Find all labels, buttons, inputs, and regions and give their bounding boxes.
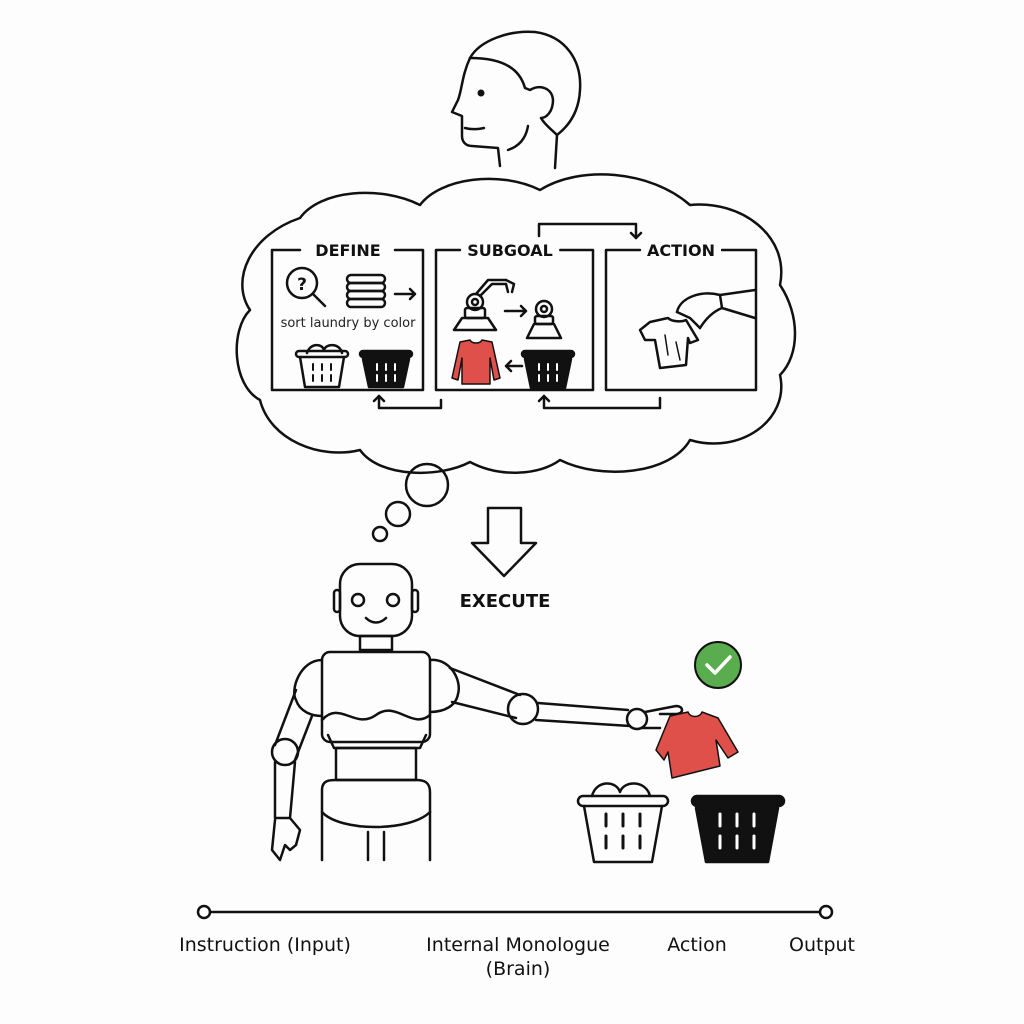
timeline-label-output: Output bbox=[789, 934, 855, 956]
white-basket-icon bbox=[576, 782, 670, 864]
folded-clothes-icon bbox=[345, 273, 387, 309]
black-basket-icon bbox=[358, 349, 414, 389]
timeline-label-instruction: Instruction (Input) bbox=[179, 934, 351, 956]
timeline-start-node bbox=[196, 904, 212, 920]
panel-title-subgoal: SUBGOAL bbox=[461, 241, 559, 260]
magnifier-question-icon: ? bbox=[285, 266, 327, 308]
panel-action-frame bbox=[604, 248, 758, 392]
timeline-label-action: Action bbox=[667, 934, 727, 956]
loop-arrow-subgoal-to-action bbox=[537, 222, 643, 240]
white-basket-icon bbox=[294, 343, 350, 389]
timeline-label-monologue: Internal Monologue (Brain) bbox=[426, 934, 610, 982]
thought-cloud-icon bbox=[235, 173, 797, 475]
red-shirt-icon bbox=[655, 711, 739, 779]
down-arrow-icon bbox=[470, 506, 538, 578]
human-head-icon bbox=[450, 30, 582, 170]
checkmark-icon bbox=[694, 641, 742, 689]
execute-label: EXECUTE bbox=[459, 591, 551, 612]
red-shirt-icon bbox=[451, 339, 501, 385]
robot-hand-shirt-icon bbox=[638, 288, 757, 370]
timeline bbox=[196, 904, 834, 920]
timeline-end-node bbox=[818, 904, 834, 920]
define-caption: sort laundry by color bbox=[280, 316, 416, 331]
black-basket-icon bbox=[690, 794, 786, 864]
timeline-label-monologue-line1: Internal Monologue bbox=[426, 934, 610, 956]
thought-bubble-medium bbox=[384, 500, 412, 528]
robot-arm-base-icon bbox=[525, 299, 563, 340]
thought-bubble-small bbox=[371, 525, 389, 543]
loop-arrow-subgoal-to-define bbox=[372, 394, 443, 410]
arrow-right-icon bbox=[393, 287, 417, 301]
black-basket-icon bbox=[520, 349, 576, 390]
arrow-right-icon bbox=[503, 304, 528, 318]
timeline-label-monologue-line2: (Brain) bbox=[485, 957, 551, 980]
loop-arrow-action-to-subgoal bbox=[537, 394, 662, 410]
thought-bubble-large bbox=[404, 462, 450, 508]
panel-subgoal-frame bbox=[434, 248, 595, 392]
panel-title-action: ACTION bbox=[641, 241, 721, 260]
svg-text:?: ? bbox=[297, 275, 307, 295]
robot-icon bbox=[270, 562, 684, 862]
panel-title-define: DEFINE bbox=[309, 241, 387, 260]
robot-arm-icon bbox=[452, 278, 516, 332]
arrow-left-icon bbox=[504, 359, 524, 373]
panel-define-frame bbox=[270, 248, 425, 392]
